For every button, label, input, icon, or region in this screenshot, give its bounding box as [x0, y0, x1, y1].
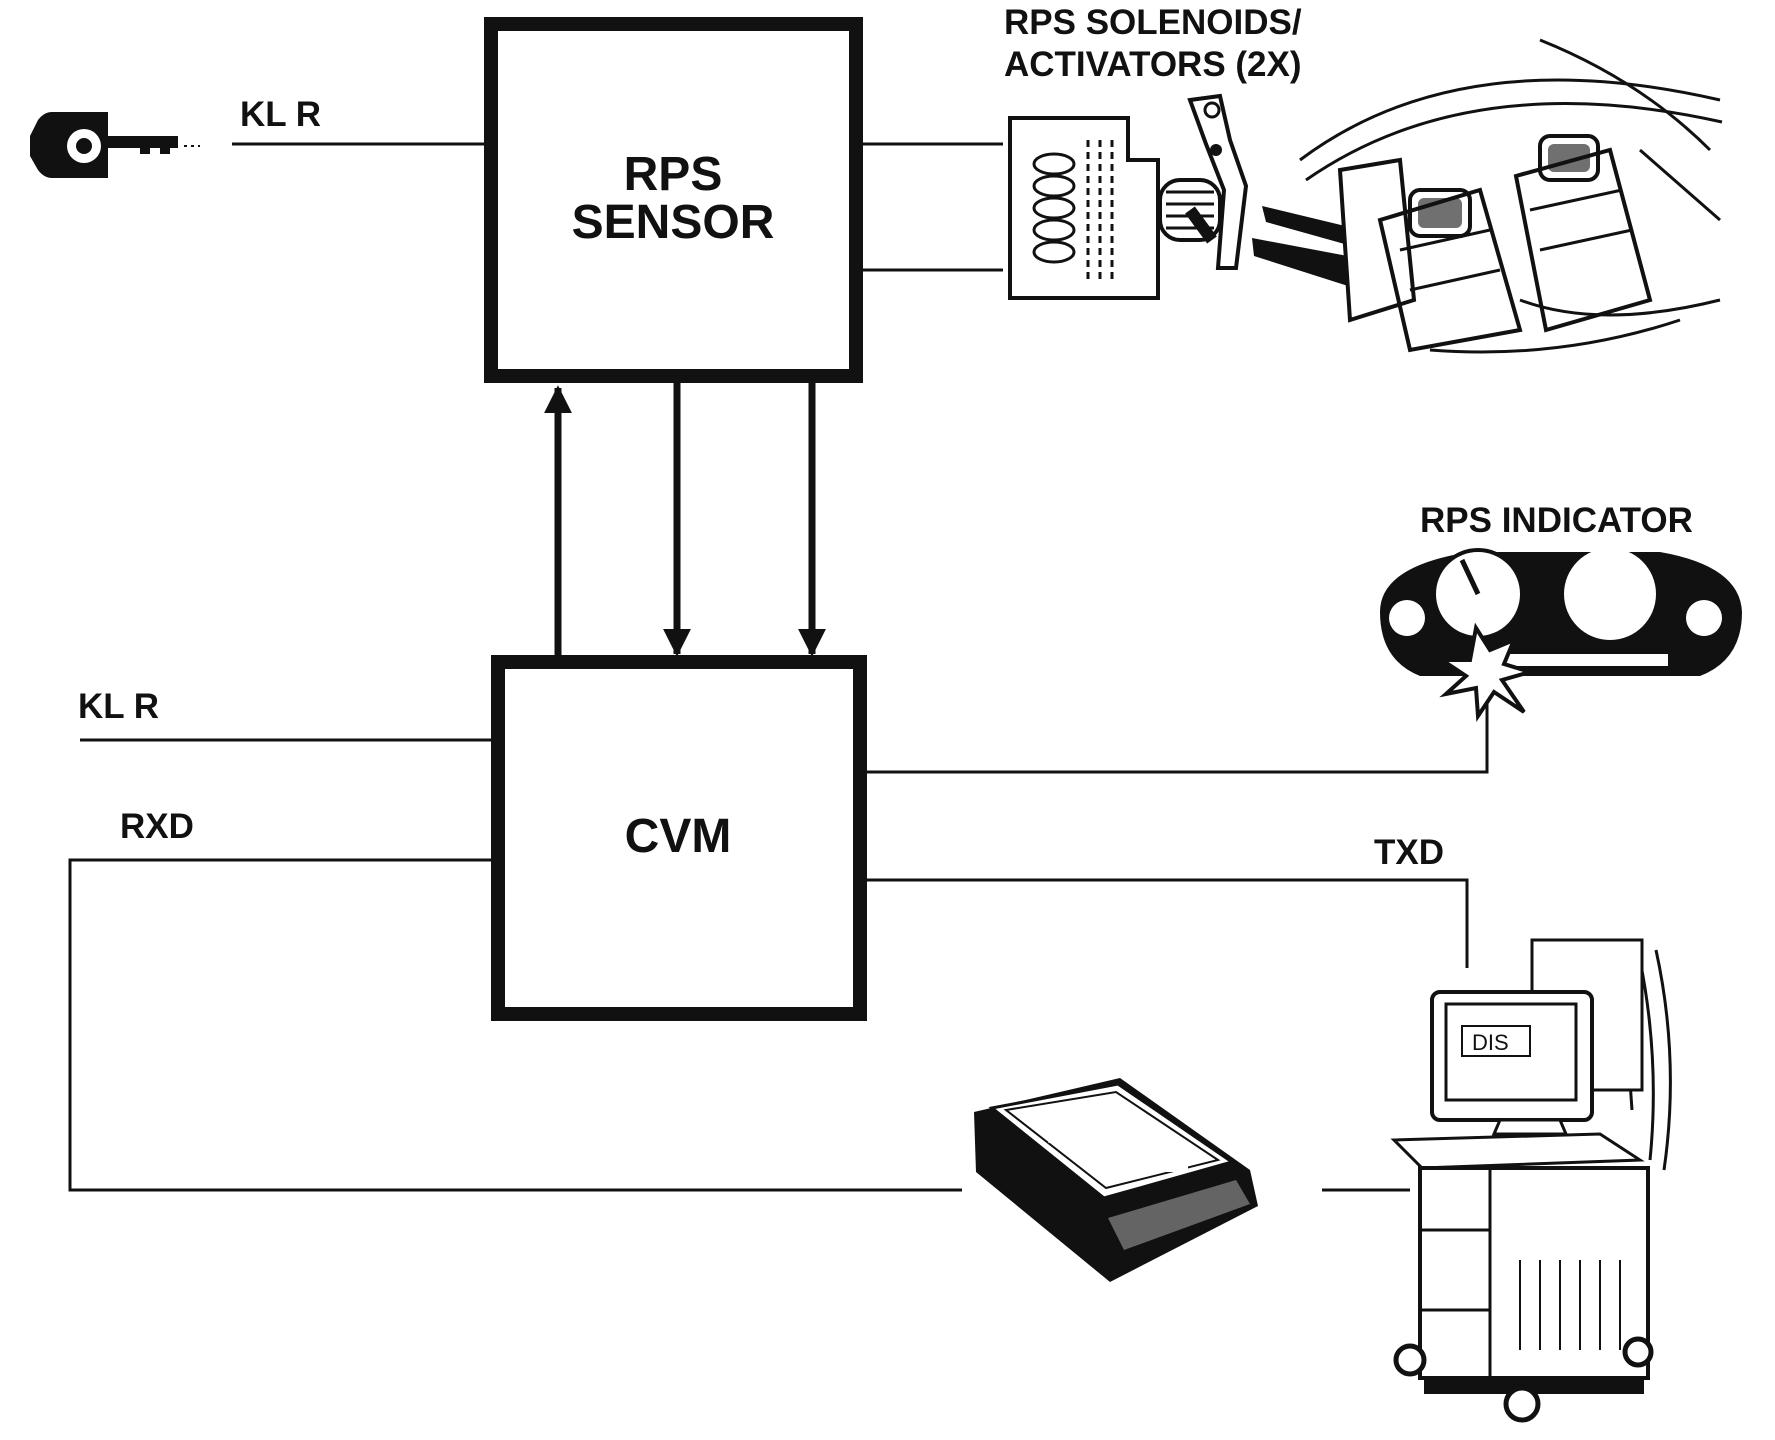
indicator-label: RPS INDICATOR	[1420, 501, 1693, 540]
cvm-label: CVM	[625, 810, 732, 863]
klr-cvm-label: KL R	[78, 687, 159, 726]
rxd-label: RXD	[120, 807, 194, 846]
txd-label: TXD	[1374, 833, 1444, 872]
rps-sensor-label-line2: SENSOR	[572, 196, 775, 249]
solenoid-actuator-icon	[1008, 93, 1392, 300]
rps-sensor-block: RPS SENSOR	[484, 17, 863, 383]
klr-ignition-label: KL R	[240, 95, 321, 134]
rear-seat-icon	[1299, 38, 1723, 354]
rps-sensor-label-line1: RPS	[624, 148, 723, 201]
rxd-line	[68, 858, 962, 1192]
instrument-cluster-icon	[1380, 548, 1742, 676]
solenoids-label-line2: ACTIVATORS (2X)	[1004, 45, 1302, 84]
warning-flash-icon	[1435, 622, 1538, 722]
laptop-interface-icon	[974, 1078, 1258, 1282]
indicator-line	[866, 698, 1489, 774]
dis-screen-label: DIS	[1472, 1030, 1509, 1055]
cvm-block: CVM	[491, 655, 867, 1021]
txd-line	[866, 878, 1469, 968]
solenoids-label-line1: RPS SOLENOIDS/	[1004, 3, 1302, 42]
dis-tester-cart-icon: DIS	[1390, 938, 1672, 1423]
ignition-key-icon	[30, 112, 200, 178]
